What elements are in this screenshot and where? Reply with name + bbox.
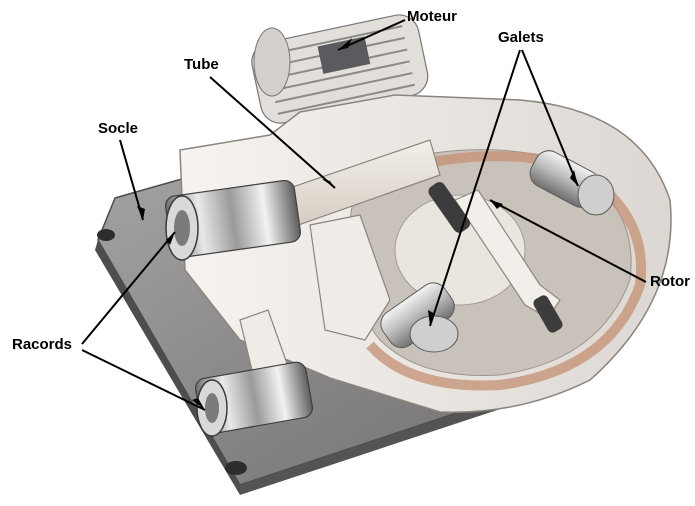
roller-upper bbox=[529, 150, 615, 216]
rotor-arm bbox=[428, 182, 563, 333]
leader-racords-1 bbox=[81, 231, 176, 345]
fitting-upper bbox=[165, 179, 301, 261]
fitting-lower bbox=[194, 361, 314, 437]
label-racords: Racords bbox=[12, 336, 73, 353]
label-galets: Galets bbox=[498, 29, 544, 46]
label-rotor: Rotor bbox=[650, 273, 690, 290]
motor bbox=[251, 14, 429, 124]
leader-arrowheads bbox=[137, 38, 578, 410]
leader-lines bbox=[81, 19, 647, 411]
leader-racords-2 bbox=[81, 349, 206, 411]
label-moteur: Moteur bbox=[407, 8, 457, 25]
label-socle: Socle bbox=[98, 120, 139, 137]
leader-socle bbox=[119, 139, 144, 221]
roller-lower bbox=[380, 282, 459, 353]
label-tube: Tube bbox=[184, 56, 219, 73]
leader-galets-2 bbox=[429, 49, 521, 327]
foot-front-icon bbox=[225, 461, 247, 475]
foot-left-icon bbox=[97, 229, 115, 241]
leader-rotor bbox=[489, 199, 647, 283]
leader-tube bbox=[209, 76, 336, 189]
leader-galets-1 bbox=[521, 49, 579, 187]
